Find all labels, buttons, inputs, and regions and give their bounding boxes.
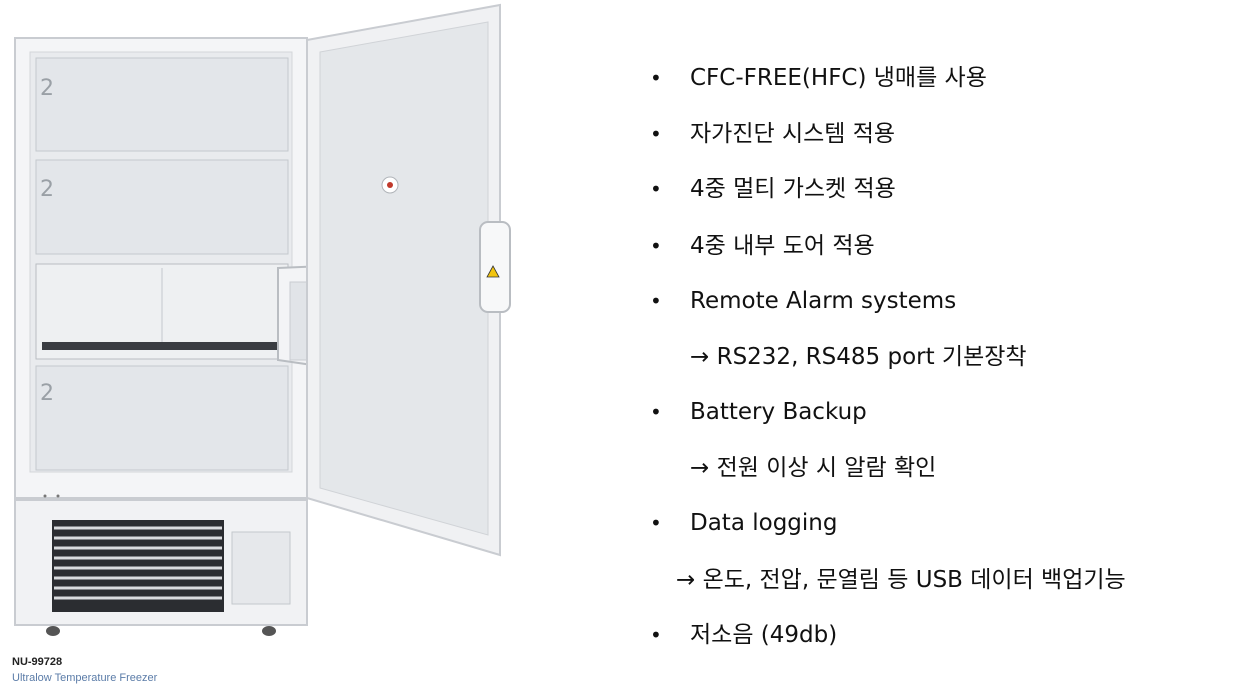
feature-item-gasket: 4중 멀티 가스켓 적용 (690, 176, 896, 202)
feature-item-remote-alarm: Remote Alarm systems (690, 288, 957, 314)
bullet-icon: • (650, 122, 662, 146)
door-handle (479, 221, 511, 313)
feature-item-data-logging: Data logging (690, 510, 838, 536)
inner-door-4 (35, 365, 289, 471)
feature-sub-remote-alarm: → RS232, RS485 port 기본장착 (690, 344, 1027, 370)
freezer-image: 2 2 2 (14, 3, 511, 636)
inner-door-label: 2 (40, 381, 54, 406)
inner-door-label: 2 (40, 177, 54, 202)
product-name: Ultralow Temperature Freezer (12, 672, 158, 684)
feature-item-inner-door: 4중 내부 도어 적용 (690, 233, 875, 259)
product-model: NU-99728 (12, 656, 63, 668)
bullet-icon: • (650, 289, 662, 313)
inner-door-label: 2 (40, 76, 54, 101)
feature-item-battery: Battery Backup (690, 399, 867, 425)
feature-sub-data-logging: → 온도, 전압, 문열림 등 USB 데이터 백업기능 (676, 567, 1126, 593)
feature-item-refrigerant: CFC-FREE(HFC) 냉매를 사용 (690, 65, 987, 91)
bullet-icon: • (650, 177, 662, 201)
bullet-icon: • (650, 511, 662, 535)
inner-door-1 (35, 57, 289, 152)
bullet-icon: • (650, 623, 662, 647)
feature-sub-battery: → 전원 이상 시 알람 확인 (690, 455, 937, 481)
inner-door-2 (35, 159, 289, 255)
vent-grille (52, 520, 224, 612)
warning-icon (486, 265, 500, 278)
bullet-icon: • (650, 400, 662, 424)
feature-item-self-diagnosis: 자가진단 시스템 적용 (690, 121, 896, 147)
bullet-icon: • (650, 66, 662, 90)
bullet-icon: • (650, 234, 662, 258)
feature-item-low-noise: 저소음 (49db) (690, 622, 838, 648)
